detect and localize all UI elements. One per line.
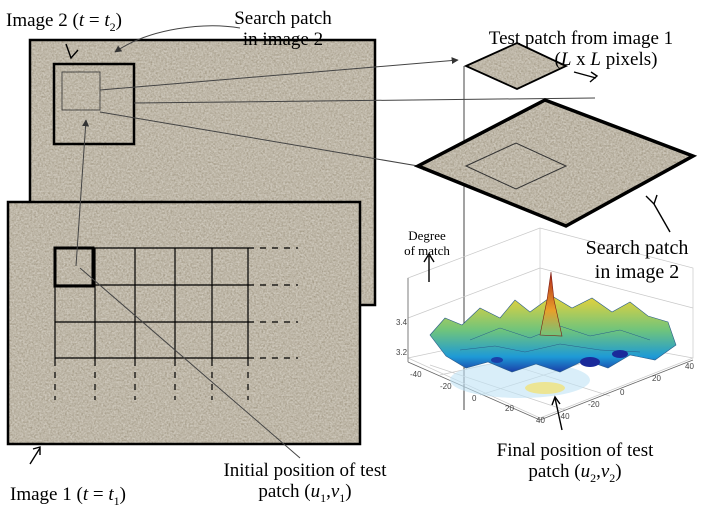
image-1-frame xyxy=(6,200,362,446)
x-tick: 40 xyxy=(536,416,545,425)
search-patch-image-2 xyxy=(52,62,136,146)
test-patch-3d xyxy=(463,42,569,90)
x-tick: 0 xyxy=(472,394,477,403)
test-patch-image-1 xyxy=(53,246,95,288)
label-test-patch: Test patch from image 1 (L x L pixels) xyxy=(488,28,674,70)
match-surface-plot xyxy=(407,227,694,421)
y-tick: 40 xyxy=(685,362,694,371)
y-tick: 20 xyxy=(652,374,661,383)
y-tick: -20 xyxy=(588,400,600,409)
x-tick: 20 xyxy=(505,404,514,413)
label-degree-of-match: Degree of match xyxy=(404,228,450,258)
z-tick: 3.2 xyxy=(396,348,408,357)
y-tick: 0 xyxy=(620,388,625,397)
z-tick: 3.4 xyxy=(396,318,408,327)
label-image-1: Image 1 (t = t1) xyxy=(10,484,126,508)
x-tick: -40 xyxy=(410,370,422,379)
connector-lines xyxy=(75,25,596,459)
y-tick: -40 xyxy=(558,412,570,421)
label-initial-position: Initial position of test patch (u1,v1) xyxy=(223,460,387,505)
label-search-patch-right: Search patch in image 2 xyxy=(585,237,689,283)
label-image-2: Image 2 (t = t2) xyxy=(6,10,122,34)
search-patch-3d xyxy=(413,98,698,228)
label-arrows xyxy=(29,43,671,465)
label-search-patch-top: Search patch in image 2 xyxy=(234,8,332,50)
x-tick: -20 xyxy=(440,382,452,391)
label-final-position: Final position of test patch (u2,v2) xyxy=(496,440,654,485)
